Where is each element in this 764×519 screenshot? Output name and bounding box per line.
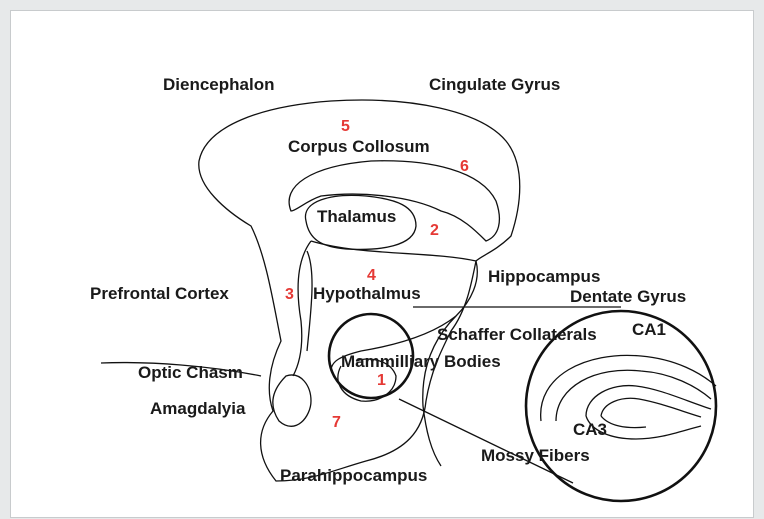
label-amagdalyia: Amagdalyia: [150, 400, 245, 417]
label-thalamus: Thalamus: [317, 208, 396, 225]
label-schaffer-collaterals: Schaffer Collaterals: [437, 326, 597, 343]
ca-field-curve-outer: [541, 355, 716, 421]
diagram-canvas: Diencephalon Cingulate Gyrus Corpus Coll…: [10, 10, 754, 518]
label-hippocampus: Hippocampus: [488, 268, 600, 285]
label-hypothalmus: Hypothalmus: [313, 285, 421, 302]
label-optic-chasm: Optic Chasm: [138, 364, 243, 381]
label-corpus-collosum: Corpus Collosum: [288, 138, 430, 155]
label-mossy-fibers: Mossy Fibers: [481, 447, 590, 464]
label-dentate-gyrus: Dentate Gyrus: [570, 288, 686, 305]
marker-number-7: 7: [332, 415, 341, 431]
label-diencephalon: Diencephalon: [163, 76, 274, 93]
fornix-curve: [293, 241, 312, 376]
label-parahippocampus: Parahippocampus: [280, 467, 427, 484]
label-ca1: CA1: [632, 321, 666, 338]
label-prefrontal-cortex: Prefrontal Cortex: [90, 285, 229, 302]
label-cingulate-gyrus: Cingulate Gyrus: [429, 76, 560, 93]
label-ca3: CA3: [573, 421, 607, 438]
brain-drawing: [11, 11, 755, 519]
marker-number-3: 3: [285, 287, 294, 303]
marker-number-4: 4: [367, 268, 376, 284]
dentate-curve-inner: [601, 398, 701, 427]
label-mammilliary-bodies: Mammilliary Bodies: [341, 353, 501, 370]
marker-number-6: 6: [460, 159, 469, 175]
marker-number-1: 1: [377, 373, 386, 389]
amygdala-outline: [273, 375, 311, 426]
marker-number-5: 5: [341, 119, 350, 135]
marker-number-2: 2: [430, 223, 439, 239]
